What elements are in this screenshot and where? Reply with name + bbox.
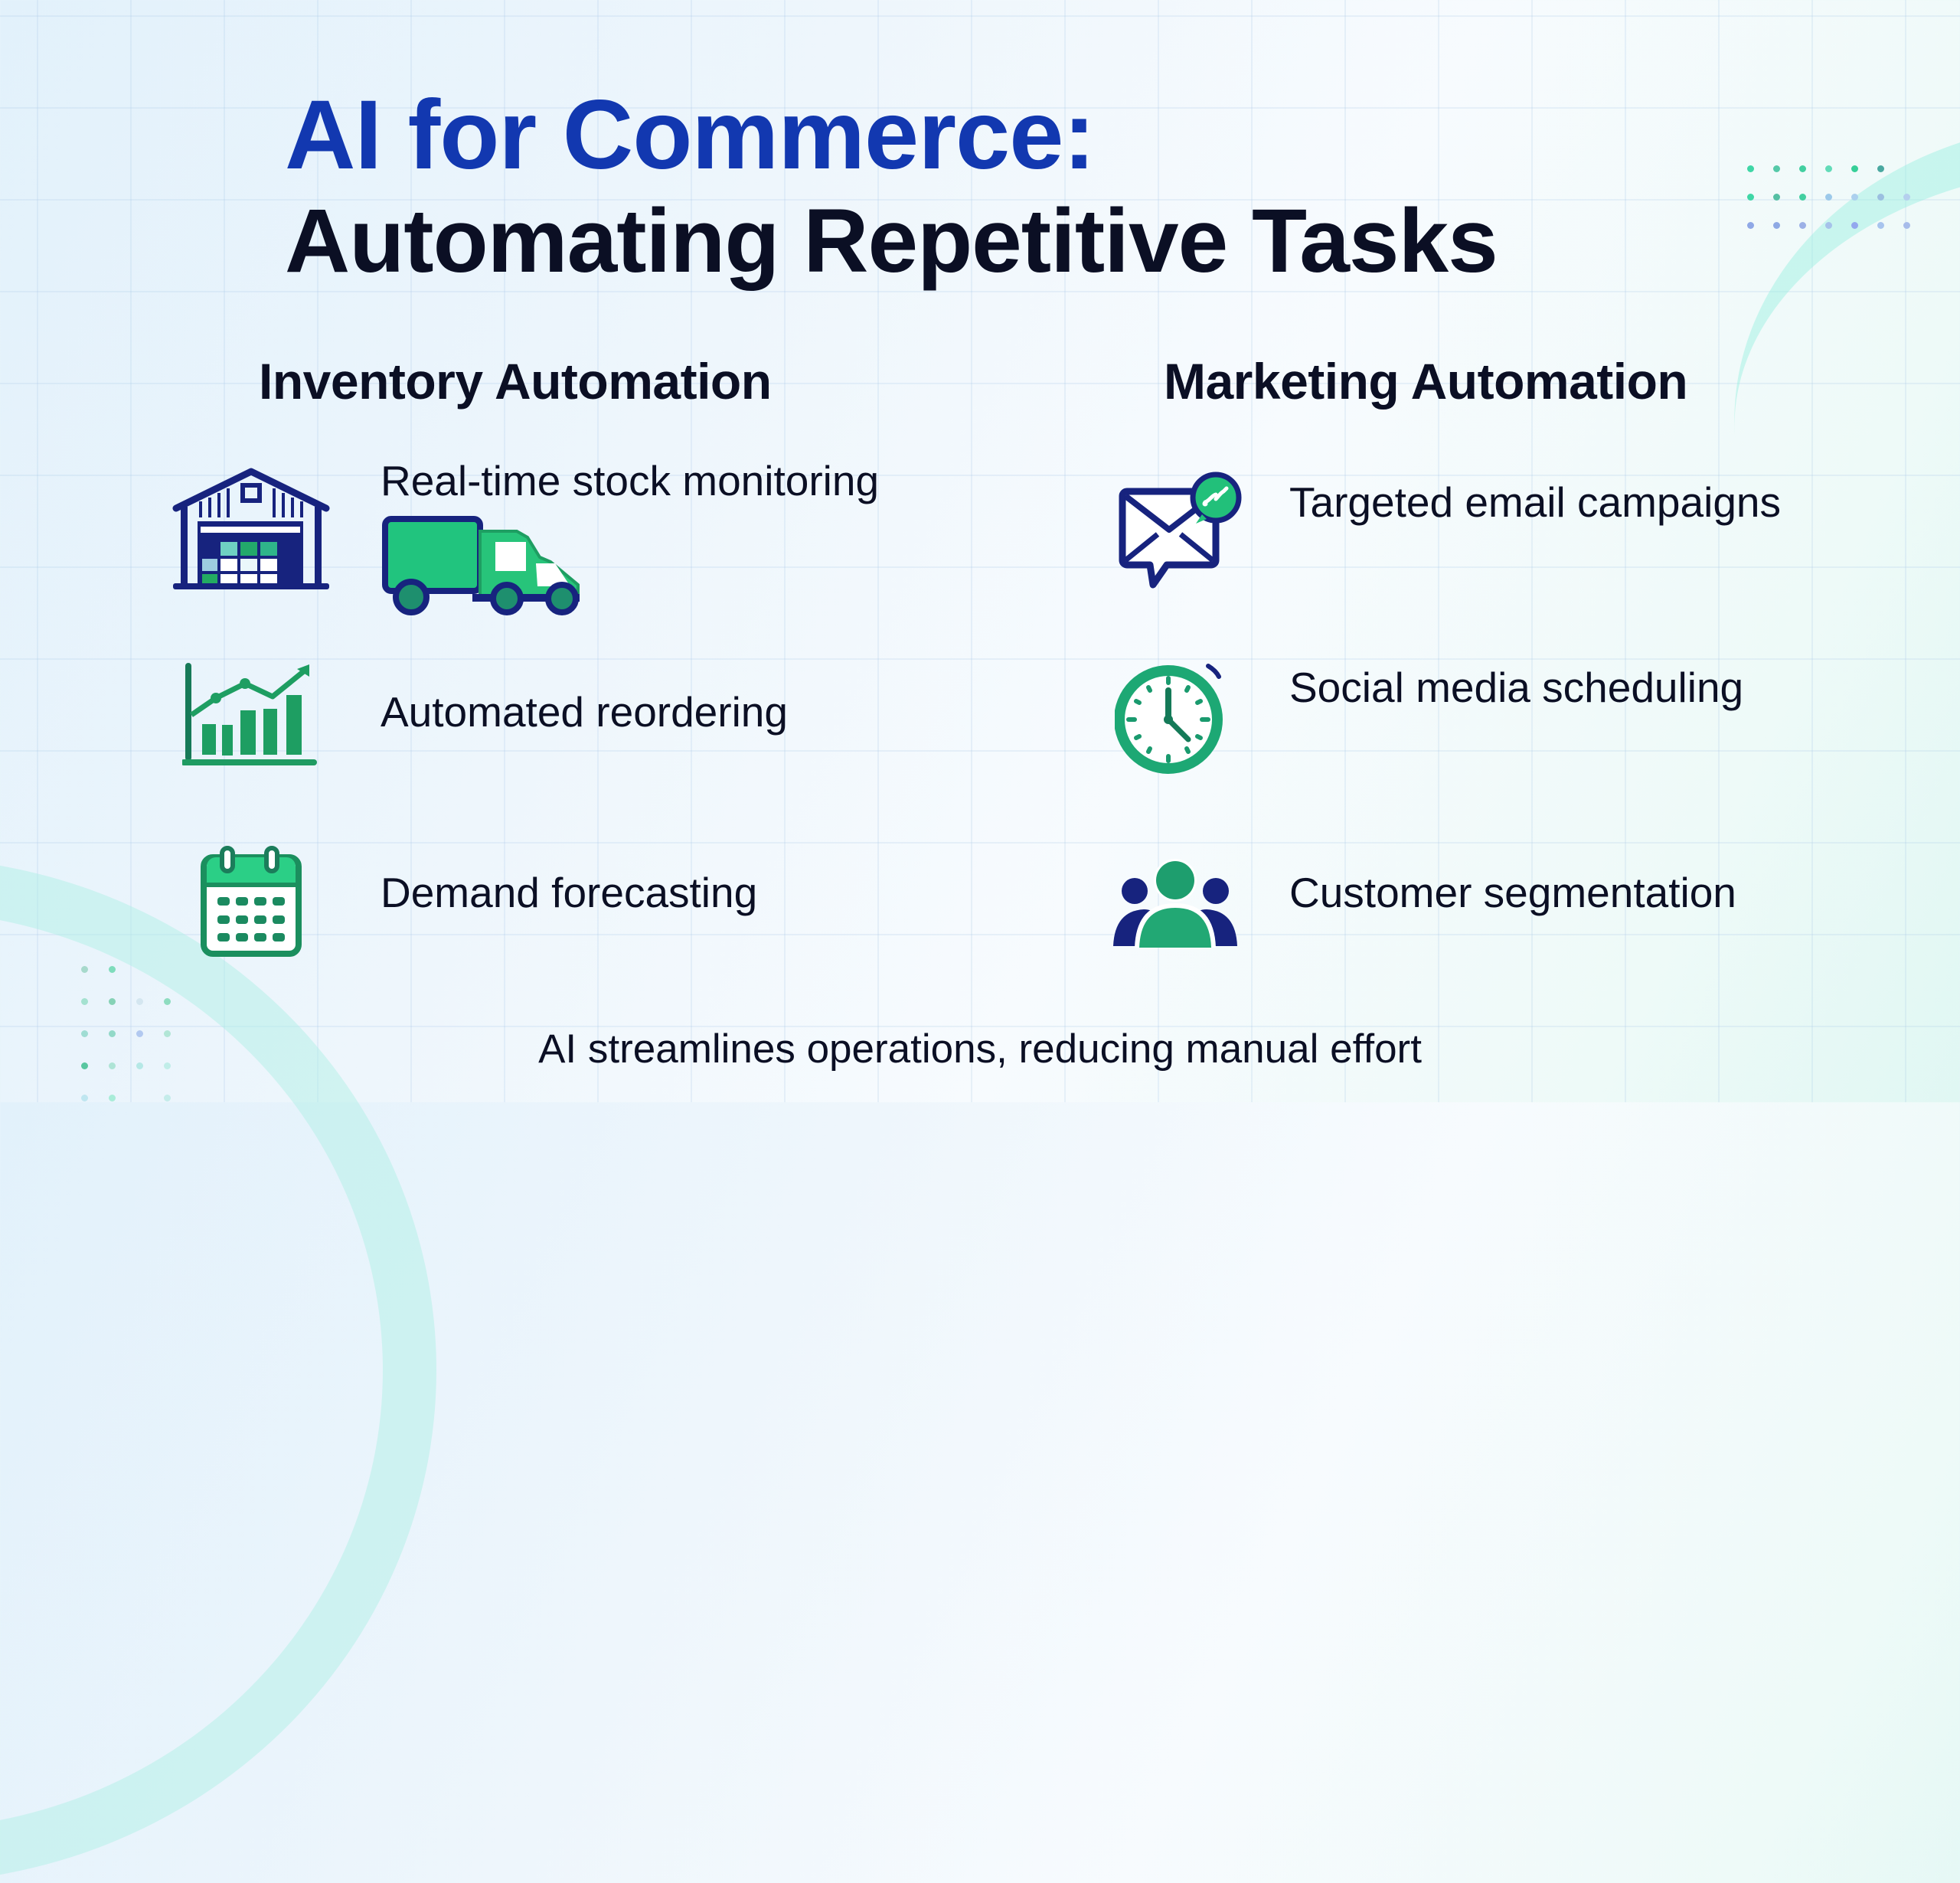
calendar-icon xyxy=(201,846,302,957)
title-line-2: Automating Repetitive Tasks xyxy=(285,191,1498,292)
decorative-dots-top-right xyxy=(1747,165,1929,229)
warehouse-icon xyxy=(172,468,330,589)
item-targeted-email-campaigns: Targeted email campaigns xyxy=(1289,478,1782,526)
clock-icon xyxy=(1115,664,1223,774)
item-real-time-stock-monitoring: Real-time stock monitoring xyxy=(381,457,880,504)
slide-title: AI for Commerce: Automating Repetitive T… xyxy=(285,83,1498,294)
customer-group-icon xyxy=(1113,859,1237,948)
decorative-dots-bottom-left xyxy=(81,966,191,1101)
background-grid xyxy=(0,0,1960,1102)
item-demand-forecasting: Demand forecasting xyxy=(381,869,758,916)
email-chat-icon xyxy=(1119,472,1242,589)
item-automated-reordering: Automated reordering xyxy=(381,688,788,736)
inventory-automation-heading: Inventory Automation xyxy=(259,353,772,410)
footer-caption: AI streamlines operations, reducing manu… xyxy=(538,1026,1422,1072)
delivery-truck-icon xyxy=(382,516,580,615)
item-customer-segmentation: Customer segmentation xyxy=(1289,869,1736,916)
growth-chart-icon xyxy=(182,663,317,765)
title-line-1: AI for Commerce: xyxy=(285,80,1096,190)
marketing-automation-heading: Marketing Automation xyxy=(1164,353,1688,410)
item-social-media-scheduling: Social media scheduling xyxy=(1289,664,1744,711)
